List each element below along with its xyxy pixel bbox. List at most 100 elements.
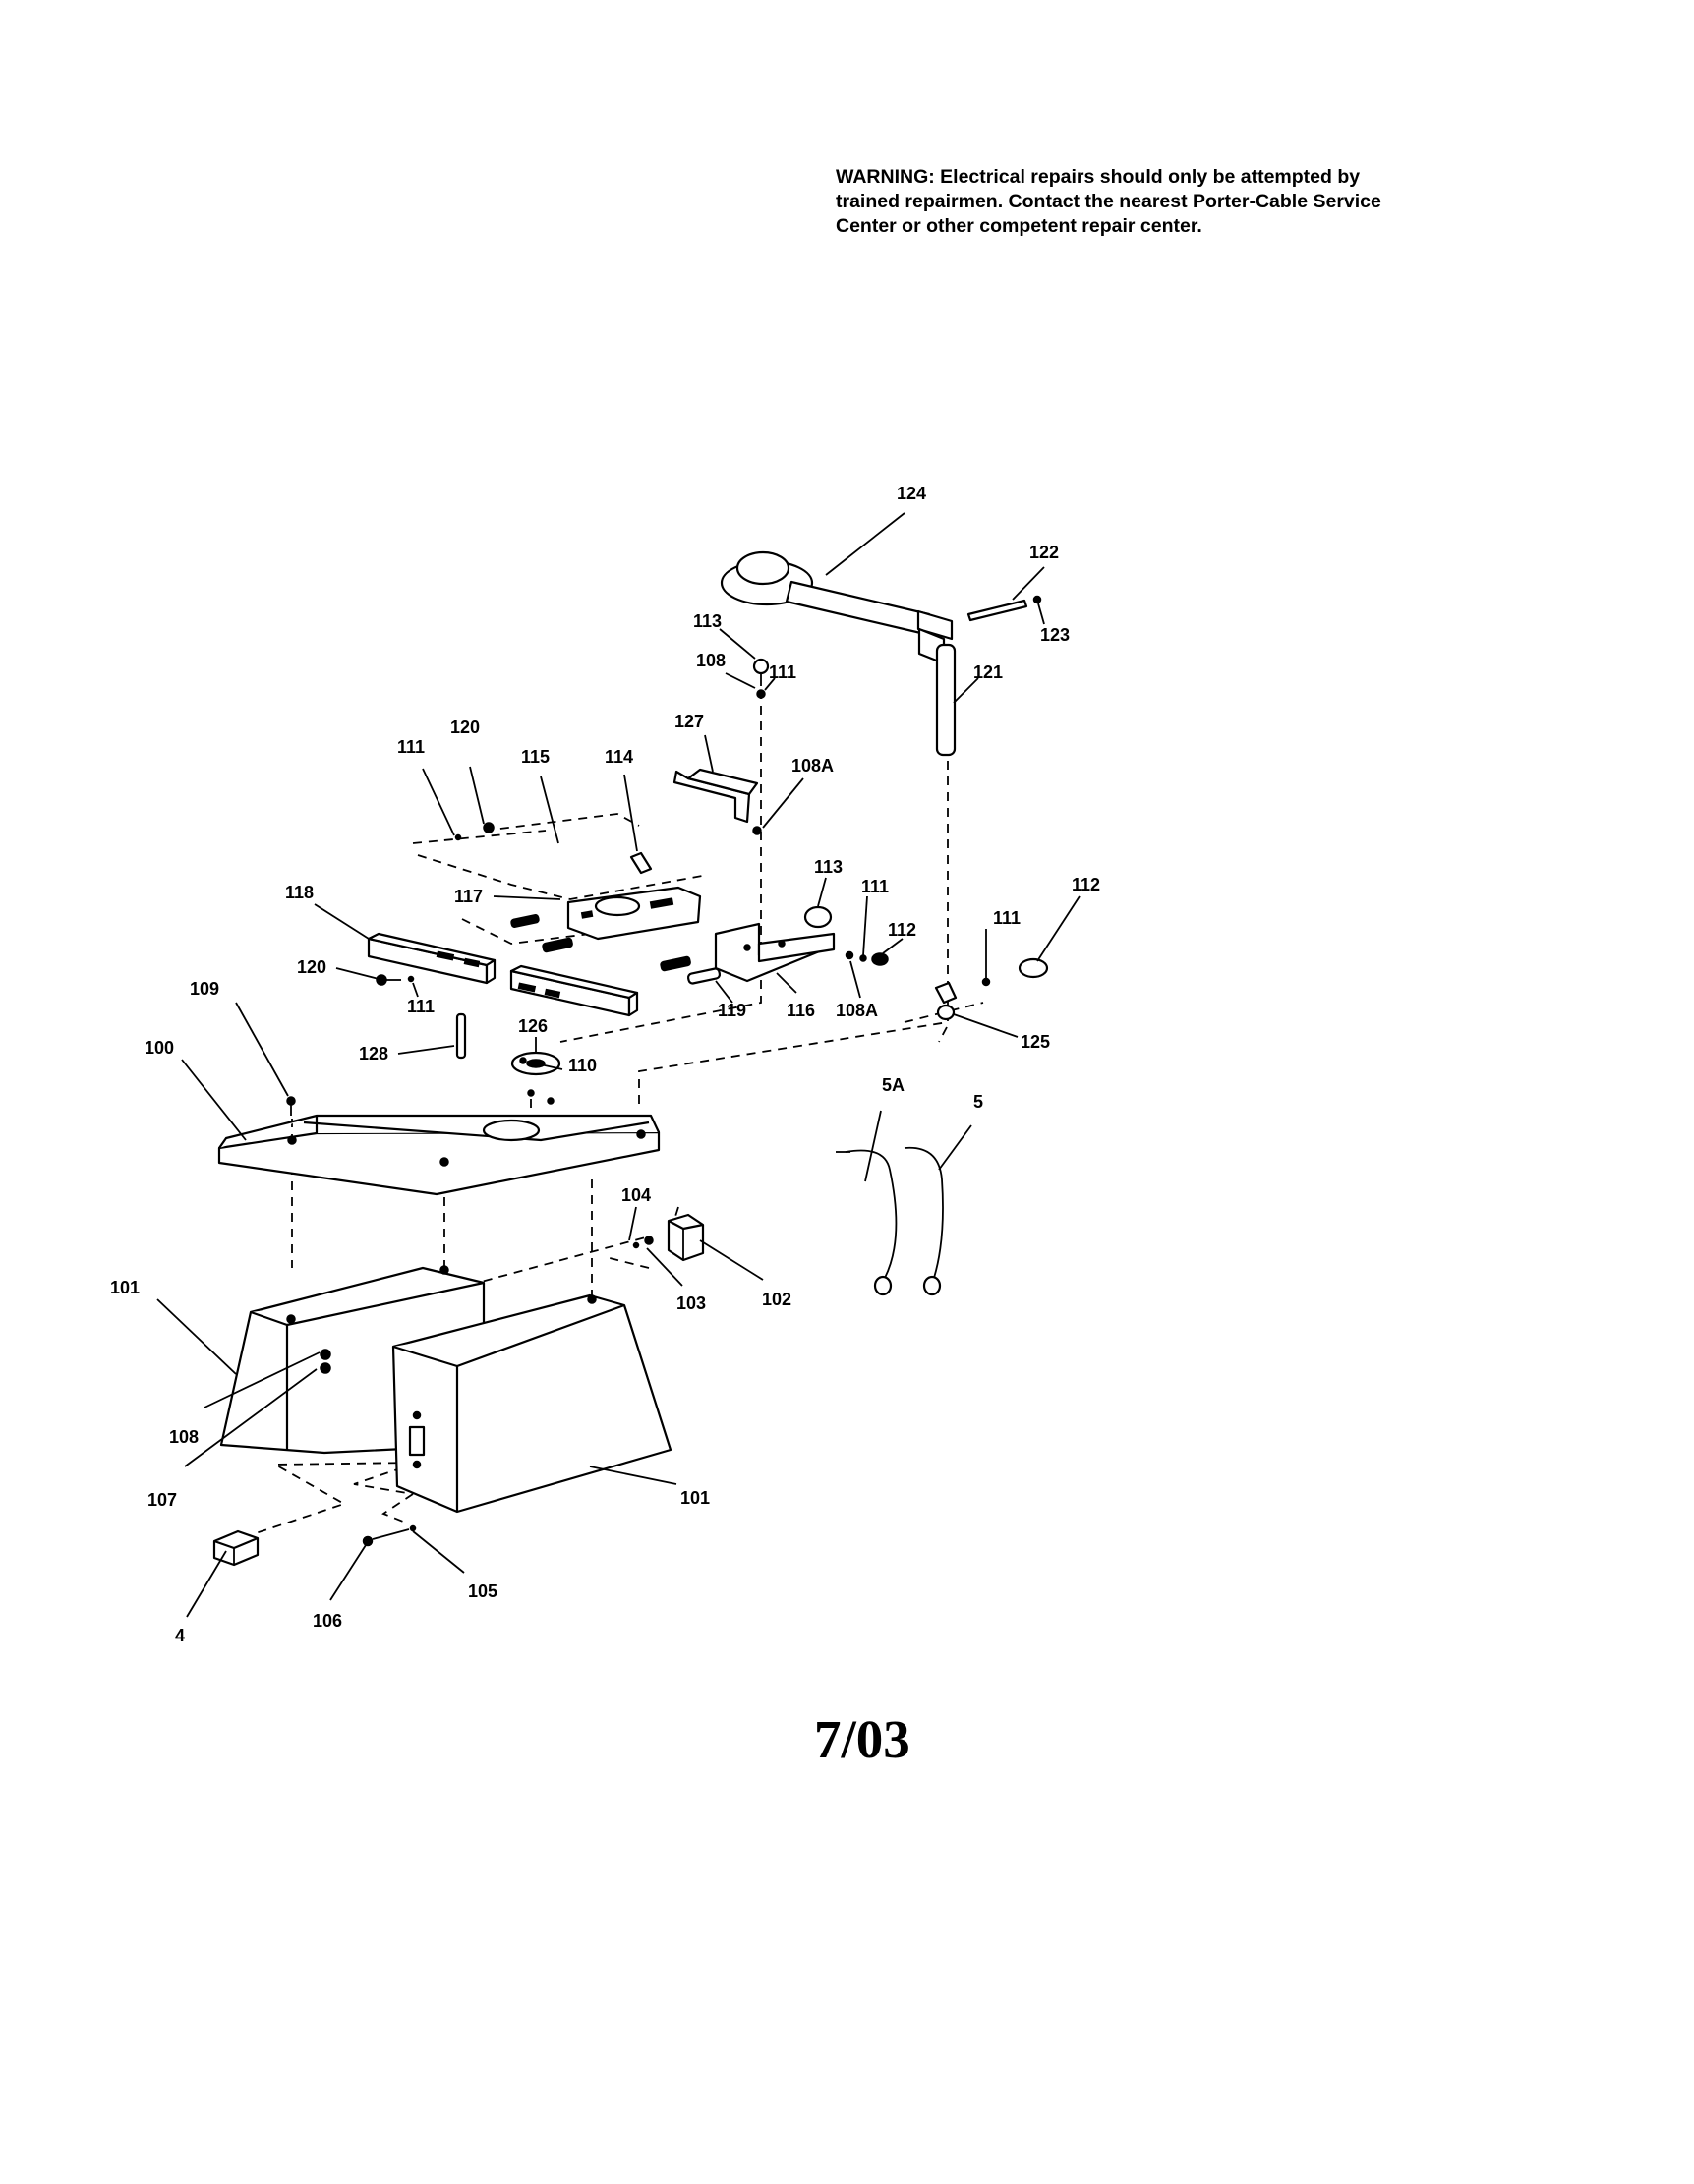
part-label-111: 111 — [993, 908, 1021, 928]
part-label-105: 105 — [468, 1581, 497, 1601]
assembly-line — [255, 1462, 414, 1534]
part-label-125: 125 — [1021, 1032, 1050, 1052]
leader-line — [329, 1544, 367, 1601]
warning-line-2: trained repairmen. Contact the nearest P… — [836, 191, 1381, 212]
part-label-111: 111 — [407, 997, 435, 1016]
nut-part — [845, 950, 889, 966]
part-label-102: 102 — [762, 1290, 791, 1309]
leader-line — [181, 1059, 247, 1141]
screw-part — [286, 1057, 527, 1116]
leader-line — [849, 960, 861, 999]
part-label-5: 5 — [973, 1092, 983, 1112]
part-label-103: 103 — [676, 1293, 706, 1313]
foot-switch-part — [212, 1529, 260, 1567]
leader-line — [540, 776, 559, 844]
leader-line — [526, 1061, 563, 1070]
assembly-line — [904, 1002, 984, 1023]
clamp-block-part — [566, 886, 702, 941]
fastener-part — [454, 822, 653, 875]
leader-line — [725, 672, 756, 689]
part-label-126: 126 — [518, 1016, 548, 1036]
fastener-part — [362, 1524, 417, 1547]
part-label-101: 101 — [110, 1278, 140, 1297]
part-label-101: 101 — [680, 1488, 710, 1508]
leader-line — [882, 938, 904, 954]
part-label-117: 117 — [454, 887, 483, 906]
table-top-part — [217, 1089, 661, 1196]
warning-notice: WARNING: Electrical repairs should only … — [836, 165, 1465, 239]
leader-line — [719, 628, 756, 660]
leader-line — [953, 1013, 1019, 1038]
rod-part — [935, 643, 957, 757]
leader-line — [953, 677, 979, 704]
warning-line-3: Center or other competent repair center. — [836, 215, 1202, 237]
leader-line — [764, 677, 776, 691]
nut-part — [981, 957, 1049, 987]
leader-line — [422, 768, 455, 836]
part-label-109: 109 — [190, 979, 219, 999]
clip-part — [934, 981, 958, 1021]
part-label-4: 4 — [175, 1626, 185, 1645]
assembly-line — [412, 830, 547, 844]
leader-line — [699, 1239, 764, 1281]
part-label-114: 114 — [605, 747, 633, 767]
leader-line — [776, 972, 797, 994]
pin-part — [455, 1012, 467, 1060]
leader-line — [493, 895, 561, 900]
part-label-111: 111 — [861, 877, 889, 896]
leader-line — [412, 982, 419, 998]
part-label-113: 113 — [814, 857, 843, 877]
part-label-108: 108 — [169, 1427, 199, 1447]
part-label-112: 112 — [1072, 875, 1100, 894]
base-bracket-part — [714, 922, 836, 983]
leader-line — [817, 877, 827, 907]
bracket-part — [672, 768, 762, 835]
part-label-127: 127 — [674, 712, 704, 731]
part-label-119: 119 — [718, 1001, 746, 1020]
leg-stand-part — [391, 1293, 672, 1514]
leader-line — [938, 1124, 972, 1171]
pin-part — [966, 595, 1042, 622]
part-label-107: 107 — [147, 1490, 177, 1510]
part-label-113: 113 — [693, 611, 722, 631]
part-label-121: 121 — [973, 662, 1003, 682]
assembly-line — [461, 918, 679, 945]
part-label-110: 110 — [568, 1056, 597, 1075]
assembly-line — [484, 813, 640, 832]
part-label-122: 122 — [1029, 543, 1059, 562]
part-label-108A: 108A — [836, 1001, 878, 1020]
spring-part — [510, 913, 722, 985]
part-label-111: 111 — [397, 737, 425, 757]
leader-line — [204, 1351, 321, 1408]
screw-part — [376, 974, 415, 986]
part-label-116: 116 — [787, 1001, 815, 1020]
leader-line — [762, 777, 804, 829]
part-label-128: 128 — [359, 1044, 388, 1063]
part-label-104: 104 — [621, 1185, 651, 1205]
part-label-118: 118 — [285, 883, 314, 902]
leader-line — [469, 766, 485, 825]
warning-line-1: WARNING: Electrical repairs should only … — [836, 166, 1361, 188]
part-label-124: 124 — [897, 484, 926, 503]
part-label-120: 120 — [297, 957, 326, 977]
leader-line — [184, 1368, 318, 1467]
leader-line — [704, 734, 714, 773]
leader-line — [825, 512, 905, 576]
part-label-5A: 5A — [882, 1075, 905, 1095]
leader-line — [715, 980, 733, 1004]
leader-line — [623, 774, 638, 852]
assembly-line — [638, 651, 949, 1111]
switch-box-part — [667, 1213, 705, 1262]
leader-line — [628, 1206, 637, 1241]
part-label-108A: 108A — [791, 756, 834, 776]
leader-line — [235, 1002, 289, 1097]
part-label-115: 115 — [521, 747, 550, 767]
part-label-112: 112 — [888, 920, 916, 940]
assembly-line — [417, 854, 709, 900]
part-number-labels: 124 122 123 113 108 111 121 127 108A 111… — [110, 484, 1100, 1645]
leader-line — [864, 1110, 882, 1182]
fence-bar-part — [367, 932, 639, 1017]
part-label-100: 100 — [145, 1038, 174, 1058]
part-label-106: 106 — [313, 1611, 342, 1631]
